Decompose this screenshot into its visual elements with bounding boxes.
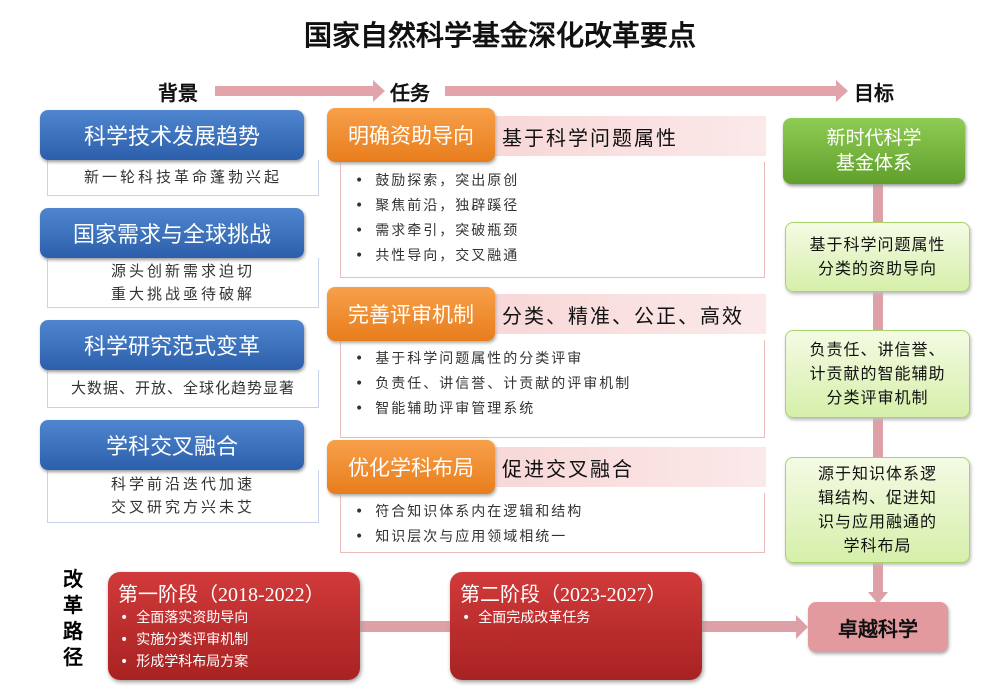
bullet: 智能辅助评审管理系统 <box>355 398 764 423</box>
bullet: 鼓励探索，突出原创 <box>355 170 764 195</box>
bullet: 共性导向，交叉融通 <box>355 245 764 270</box>
goal-item: 源于知识体系逻辑结构、促进知识与应用融通的学科布局 <box>785 457 970 563</box>
goal-line: 分类的资助导向 <box>817 259 937 278</box>
task-tagline: 促进交叉融合 <box>490 447 766 487</box>
stage-box: 第一阶段（2018-2022） 全面落实资助导向 实施分类评审机制 形成学科布局… <box>108 572 360 680</box>
stage-box: 第二阶段（2023-2027） 全面完成改革任务 <box>450 572 702 680</box>
header-background: 背景 <box>158 81 198 105</box>
task-box: 明确资助导向 <box>327 108 495 162</box>
detail-line: 新一轮科技革命蓬勃兴起 <box>83 168 282 186</box>
stage-bullet: 全面落实资助导向 <box>118 607 350 629</box>
path-char: 革 <box>63 593 83 617</box>
detail-line: 科学前沿迭代加速 <box>110 475 255 493</box>
task-tagline: 基于科学问题属性 <box>490 116 766 156</box>
bullet: 聚焦前沿，独辟蹊径 <box>355 195 764 220</box>
detail-line: 重大挑战亟待破解 <box>110 284 255 303</box>
detail-line: 交叉研究方兴未艾 <box>110 498 255 516</box>
goal-line: 计贡献的智能辅助 <box>809 364 946 383</box>
stage-bullet: 全面完成改革任务 <box>460 607 692 629</box>
task-tagline: 分类、精准、公正、高效 <box>490 294 766 334</box>
background-box: 学科交叉融合 <box>40 420 304 470</box>
path-char: 路 <box>63 619 83 643</box>
bullet: 需求牵引，突破瓶颈 <box>355 220 764 245</box>
goal-line: 分类评审机制 <box>826 388 929 407</box>
bullet: 基于科学问题属性的分类评审 <box>355 348 764 373</box>
stage-bullet: 形成学科布局方案 <box>118 651 350 673</box>
flow-arrow <box>215 80 385 102</box>
bullet: 知识层次与应用领域相统一 <box>355 526 764 551</box>
background-detail: 新一轮科技革命蓬勃兴起 <box>47 160 319 196</box>
header-tasks: 任务 <box>390 81 430 105</box>
goal-line: 辑结构、促进知 <box>817 488 937 507</box>
path-char: 改 <box>63 567 83 591</box>
stage-title: 第二阶段（2023-2027） <box>460 584 667 606</box>
flow-arrow <box>445 80 848 102</box>
detail-line: 源头创新需求迫切 <box>110 261 255 280</box>
goal-line: 负责任、讲信誉、 <box>809 340 946 359</box>
detail-line: 大数据、开放、全球化趋势显著 <box>70 379 295 397</box>
path-char: 径 <box>63 645 83 669</box>
task-box: 优化学科布局 <box>327 440 495 494</box>
goal-item: 基于科学问题属性分类的资助导向 <box>785 222 970 292</box>
bullet: 负责任、讲信誉、计贡献的评审机制 <box>355 373 764 398</box>
task-box: 完善评审机制 <box>327 287 495 341</box>
background-detail: 源头创新需求迫切重大挑战亟待破解 <box>47 258 319 308</box>
goal-line: 基于科学问题属性 <box>809 235 946 254</box>
goal-final: 卓越科学 <box>808 602 948 652</box>
background-box: 科学技术发展趋势 <box>40 110 304 160</box>
background-detail: 科学前沿迭代加速交叉研究方兴未艾 <box>47 470 319 523</box>
goal-line: 学科布局 <box>843 536 912 555</box>
stage-bullet: 实施分类评审机制 <box>118 629 350 651</box>
stage-connector <box>355 621 455 632</box>
task-bullets: 符合知识体系内在逻辑和结构 知识层次与应用领域相统一 <box>340 493 765 553</box>
bullet: 符合知识体系内在逻辑和结构 <box>355 501 764 526</box>
background-box: 国家需求与全球挑战 <box>40 208 304 258</box>
goal-line: 基金体系 <box>835 152 912 174</box>
arrow-right-icon <box>796 615 808 639</box>
goal-item: 负责任、讲信誉、计贡献的智能辅助分类评审机制 <box>785 330 970 418</box>
page-title: 国家自然科学基金深化改革要点 <box>303 19 696 52</box>
header-goals: 目标 <box>854 81 894 105</box>
goal-line: 新时代科学 <box>826 127 922 149</box>
task-bullets: 鼓励探索，突出原创 聚焦前沿，独辟蹊径 需求牵引，突破瓶颈 共性导向，交叉融通 <box>340 162 765 278</box>
goal-main: 新时代科学基金体系 <box>783 118 965 184</box>
stage-title: 第一阶段（2018-2022） <box>118 584 325 606</box>
path-label: 改 革 路 径 <box>60 566 86 670</box>
background-box: 科学研究范式变革 <box>40 320 304 370</box>
goal-line: 源于知识体系逻 <box>817 464 937 483</box>
goal-line: 识与应用融通的 <box>817 512 937 531</box>
stage-connector <box>698 621 798 632</box>
task-bullets: 基于科学问题属性的分类评审 负责任、讲信誉、计贡献的评审机制 智能辅助评审管理系… <box>340 340 765 438</box>
background-detail: 大数据、开放、全球化趋势显著 <box>47 370 319 408</box>
arrow-down-icon <box>868 592 888 604</box>
